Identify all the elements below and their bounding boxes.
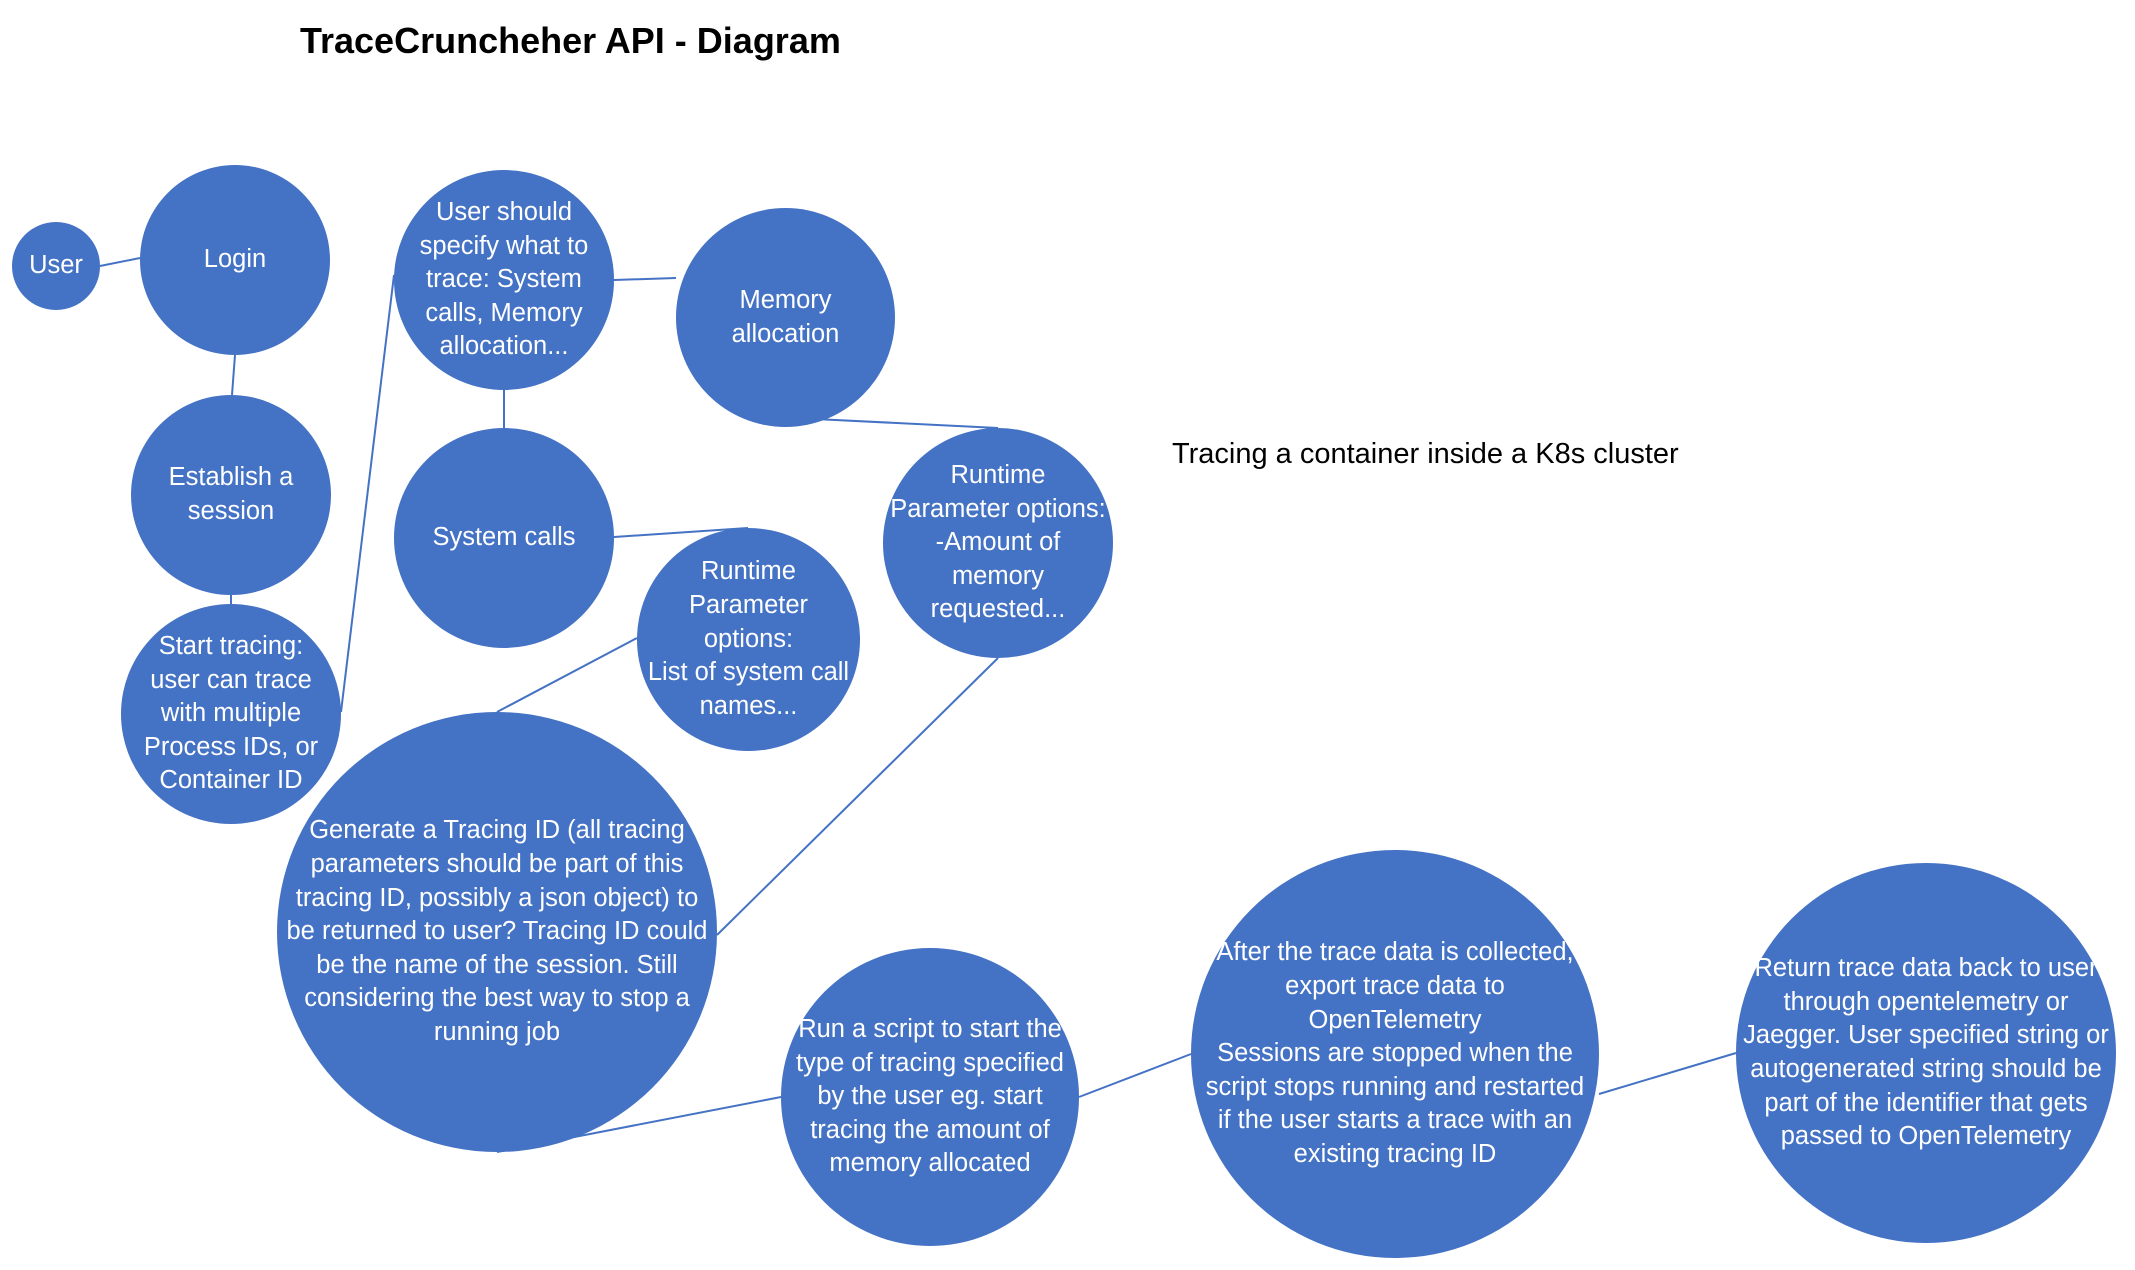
edge-export-data-to-return-data (1598, 1052, 1737, 1095)
node-login-label: Login (203, 245, 267, 274)
node-memory-allocation: Memory allocation (676, 208, 895, 427)
edge-login-to-session (231, 354, 236, 396)
node-return-data-label: Return trace data back to user through o… (1743, 954, 2109, 1151)
node-runtime-syscalls-label: Runtime Parameter options: List of syste… (647, 557, 850, 720)
diagram-caption: Tracing a container inside a K8s cluster (1172, 438, 1679, 470)
node-runtime-memory: Runtime Parameter options: -Amount of me… (883, 428, 1113, 658)
node-start-tracing: Start tracing: user can trace with multi… (121, 604, 341, 824)
node-user: User (12, 222, 100, 310)
node-run-script: Run a script to start the type of tracin… (781, 948, 1079, 1246)
edge-user-to-login (99, 257, 141, 267)
diagram-title: TraceCruncheher API - Diagram (300, 20, 841, 61)
node-system-calls-label: System calls (432, 523, 576, 552)
edge-runtime-memory-to-tracing-id (716, 657, 999, 936)
edge-specify-trace-to-memory-allocation (613, 277, 677, 281)
node-runtime-syscalls: Runtime Parameter options: List of syste… (637, 528, 860, 751)
node-user-label: User (29, 251, 83, 280)
node-runtime-memory-label: Runtime Parameter options: -Amount of me… (890, 460, 1106, 624)
edge-runtime-syscalls-to-tracing-id (496, 637, 638, 713)
edge-run-script-to-export-data (1078, 1053, 1192, 1098)
node-specify-trace: User should specify what to trace: Syste… (394, 170, 614, 390)
node-session: Establish a session (131, 395, 331, 595)
edge-memory-allocation-to-runtime-memory (814, 418, 999, 429)
node-tracing-id: Generate a Tracing ID (all tracing param… (277, 712, 717, 1152)
node-system-calls: System calls (394, 428, 614, 648)
node-export-data: After the trace data is collected, expor… (1191, 850, 1599, 1258)
node-run-script-label: Run a script to start the type of tracin… (796, 1014, 1064, 1178)
node-export-data-label: After the trace data is collected, expor… (1205, 938, 1585, 1169)
node-login: Login (140, 165, 330, 355)
node-memory-allocation-label: Memory allocation (731, 285, 840, 348)
node-session-label: Establish a session (168, 463, 294, 525)
node-specify-trace-label: User should specify what to trace: Syste… (419, 197, 589, 361)
node-return-data: Return trace data back to user through o… (1736, 863, 2116, 1243)
edge-start-tracing-to-specify-trace (340, 274, 395, 713)
node-tracing-id-label: Generate a Tracing ID (all tracing param… (286, 816, 708, 1047)
node-start-tracing-label: Start tracing: user can trace with multi… (143, 631, 319, 795)
